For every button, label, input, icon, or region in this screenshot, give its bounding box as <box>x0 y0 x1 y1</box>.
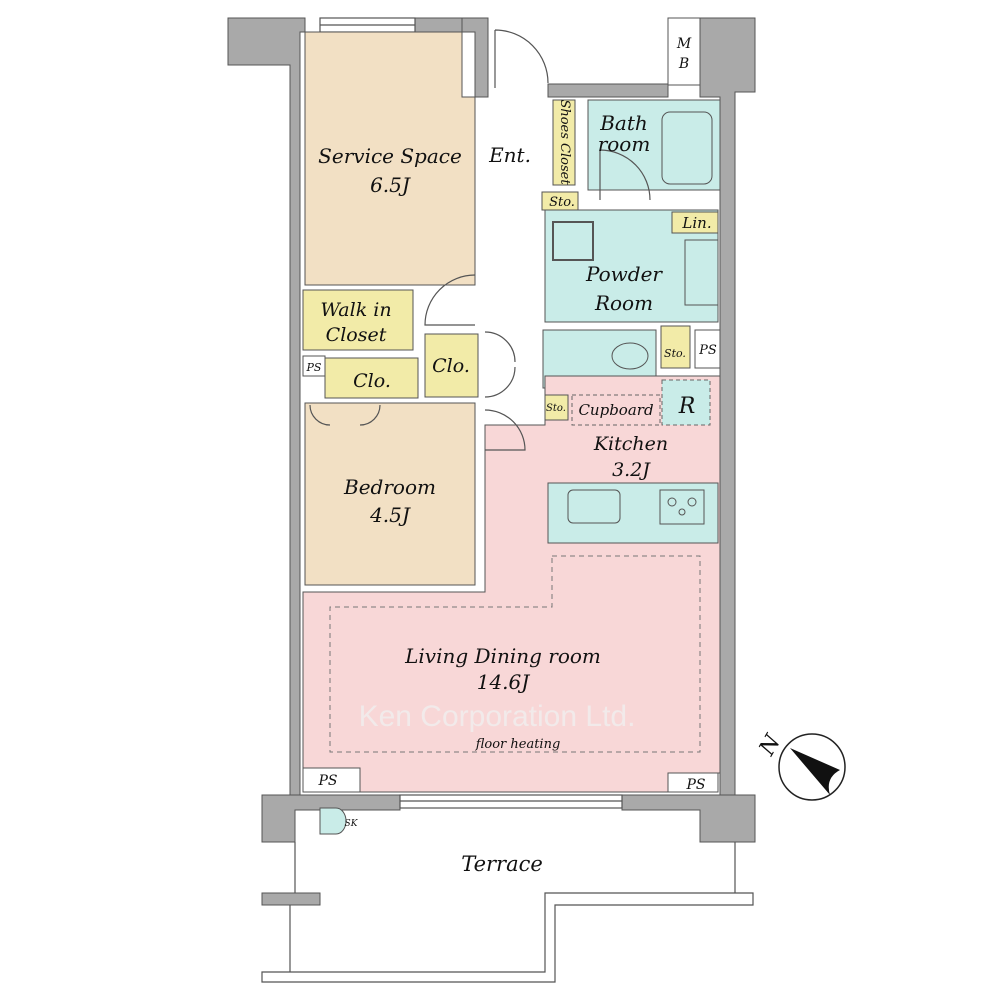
pipe-space-label: PS <box>698 343 717 358</box>
living-dining-size: 14.6J <box>477 670 531 694</box>
walk-in-closet <box>302 289 414 351</box>
kitchen-size: 3.2J <box>612 459 651 481</box>
kitchen-sink <box>567 489 621 524</box>
burner-icon <box>687 497 697 507</box>
bedroom-size: 4.5J <box>369 503 411 527</box>
pipe-space-bottom-left <box>302 767 361 793</box>
pipe-space-label: PS <box>685 777 705 793</box>
shoes-closet-label: Shoes Closet <box>557 99 572 185</box>
bedroom-room <box>304 402 476 586</box>
powder-room-label-2: Room <box>594 291 653 315</box>
entrance-label: Ent. <box>488 143 531 167</box>
bathroom-label-1: Bath <box>599 111 648 135</box>
closet-left-label: Clo. <box>353 370 391 392</box>
closet-right <box>424 333 479 398</box>
refrigerator-space <box>661 379 711 426</box>
terrace-label: Terrace <box>461 852 543 876</box>
stove-icon <box>659 489 705 525</box>
kitchen-counter <box>547 482 719 544</box>
pipe-space-label: PS <box>306 361 322 374</box>
powder-room-label-1: Powder <box>585 262 663 286</box>
toilet <box>611 342 649 370</box>
service-space-label: Service Space <box>318 144 462 168</box>
living-area-outline <box>329 555 701 753</box>
service-space-room <box>304 31 476 286</box>
cupboard-label: Cupboard <box>578 401 653 419</box>
burner-icon <box>667 497 677 507</box>
bathroom-label-2: room <box>598 132 651 156</box>
storage-3-label: Sto. <box>546 403 566 414</box>
refrigerator-label: R <box>678 394 696 419</box>
pipe-space-label: PS <box>317 773 337 789</box>
storage-2-label: Sto. <box>664 347 686 360</box>
closet-right-label: Clo. <box>432 355 470 377</box>
living-dining-label: Living Dining room <box>404 644 601 668</box>
outdoor-sink-label: SK <box>345 819 359 829</box>
cupboard <box>571 394 661 426</box>
vanity <box>684 239 719 306</box>
north-arrow-icon <box>790 748 840 795</box>
walk-in-closet-label-1: Walk in <box>320 299 391 321</box>
bedroom-label: Bedroom <box>343 475 436 499</box>
meter-box-label-1: M <box>676 36 692 52</box>
watermark: Ken Corporation Ltd. <box>359 700 636 733</box>
shoes-closet <box>552 99 576 186</box>
pipe-space-right <box>694 329 721 369</box>
terrace-outline <box>261 842 754 983</box>
storage-3 <box>544 394 569 421</box>
burner-icon <box>678 508 686 516</box>
washing-machine <box>552 221 594 261</box>
meter-box <box>667 17 701 86</box>
storage-2 <box>660 325 691 369</box>
storage-1-label: Sto. <box>549 195 575 210</box>
outdoor-sink <box>319 807 347 835</box>
bathtub <box>661 111 713 185</box>
compass: N <box>754 730 846 801</box>
meter-box-label-2: B <box>678 56 689 72</box>
service-space-size: 6.5J <box>370 173 411 197</box>
doors <box>309 29 651 451</box>
pipe-space-bottom-right <box>667 772 719 793</box>
walk-in-closet-label-2: Closet <box>326 324 387 346</box>
floor-heating-note: floor heating <box>475 737 561 752</box>
linen-closet <box>671 211 719 234</box>
closet-left <box>324 357 419 399</box>
kitchen-label: Kitchen <box>593 433 668 455</box>
linen-label: Lin. <box>681 214 711 232</box>
walls <box>227 17 756 906</box>
